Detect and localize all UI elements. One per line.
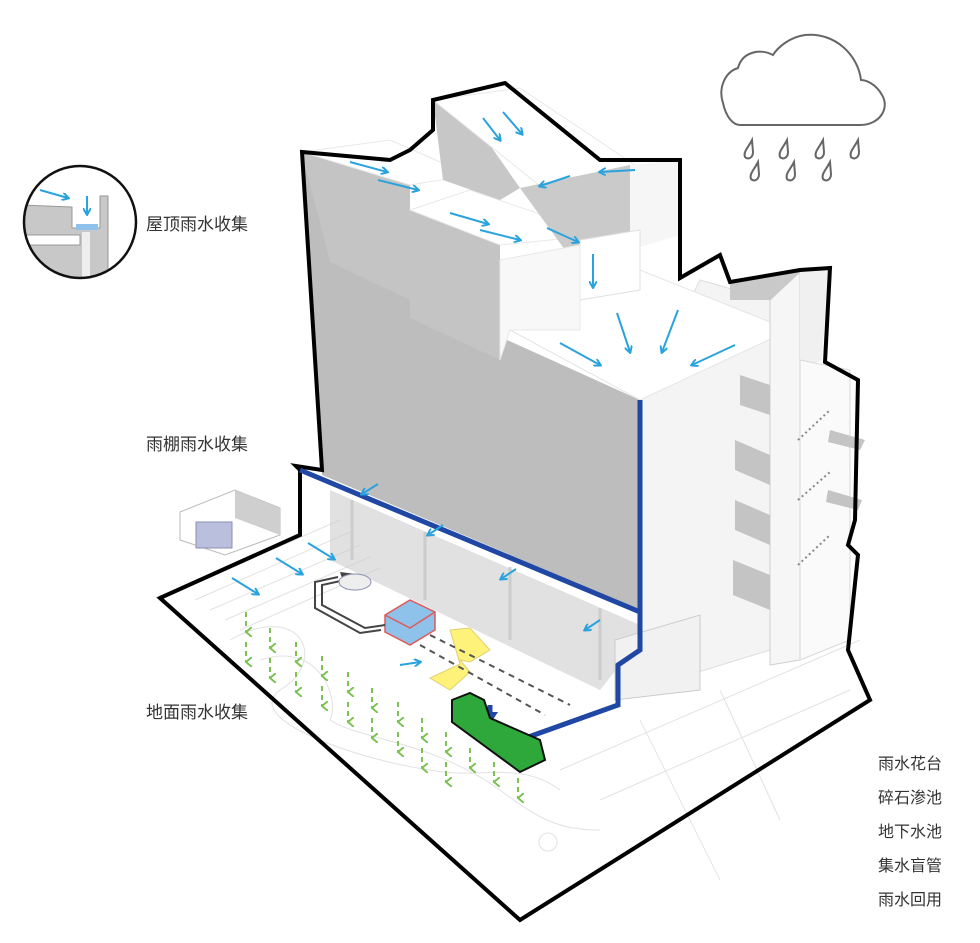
- legend-label: 集水盲管: [878, 856, 943, 875]
- legend-label: 雨水回用: [878, 890, 943, 909]
- raindrop-icons: [743, 136, 861, 182]
- legend-label: 碎石渗池: [878, 788, 943, 807]
- blind-pipe-lines: [419, 634, 571, 716]
- kiosk: [179, 489, 281, 556]
- rain-arrow: [616, 312, 630, 352]
- rain-arrow: [479, 229, 520, 240]
- ground-plane: [160, 460, 870, 920]
- ground-collection-label: 地面雨水收集: [146, 703, 248, 723]
- rain-arrow: [349, 161, 387, 172]
- rain-arrow: [501, 568, 517, 579]
- rain-arrow: [449, 212, 488, 224]
- rain-arrow: [692, 344, 736, 365]
- legend: 雨水花台 碎石渗池 地下水池 集水盲管 雨水回用: [800, 748, 980, 918]
- rain-arrow: [502, 111, 522, 134]
- rain-arrows: [231, 111, 736, 665]
- rain-arrow: [307, 542, 334, 559]
- rain-arrow: [275, 557, 302, 574]
- roof-collection-label: 屋顶雨水收集: [146, 215, 248, 235]
- rain-arrow: [231, 577, 258, 594]
- rain-arrow: [559, 342, 600, 365]
- paving-lines: [179, 519, 861, 881]
- building: [300, 87, 865, 701]
- legend-item-reuse: 雨水回用: [800, 884, 980, 918]
- gravel-pit: [428, 627, 491, 691]
- rain-arrow: [362, 483, 379, 494]
- rain-arrow: [377, 179, 418, 190]
- rain-arrow: [662, 309, 679, 352]
- legend-label: 地下水池: [878, 822, 943, 841]
- underground-tank: [384, 599, 436, 646]
- rain-arrow: [540, 175, 571, 186]
- legend-item-gravel: 碎石渗池: [800, 782, 980, 816]
- rain-arrow: [585, 619, 601, 630]
- rain-planter: [451, 691, 547, 774]
- roof-collection-detail-icon: [22, 164, 138, 280]
- reuse-fixture: [338, 573, 372, 591]
- canopy-collection-label: 雨棚雨水收集: [146, 435, 248, 455]
- legend-item-planter: 雨水花台: [800, 748, 980, 782]
- reuse-pipe: [314, 576, 386, 635]
- rain-arrow: [482, 117, 500, 140]
- rain-arrow: [600, 170, 636, 172]
- infiltration-arrows: [246, 612, 518, 798]
- site-outline-path: [156, 80, 873, 923]
- rain-arrow: [399, 662, 420, 665]
- legend-label: 雨水花台: [878, 754, 943, 773]
- legend-item-tank: 地下水池: [800, 816, 980, 850]
- rain-arrow: [428, 524, 444, 535]
- rain-cloud-icon: [720, 33, 886, 182]
- legend-item-blind-pipe: 集水盲管: [800, 850, 980, 884]
- rain-arrow: [546, 227, 578, 242]
